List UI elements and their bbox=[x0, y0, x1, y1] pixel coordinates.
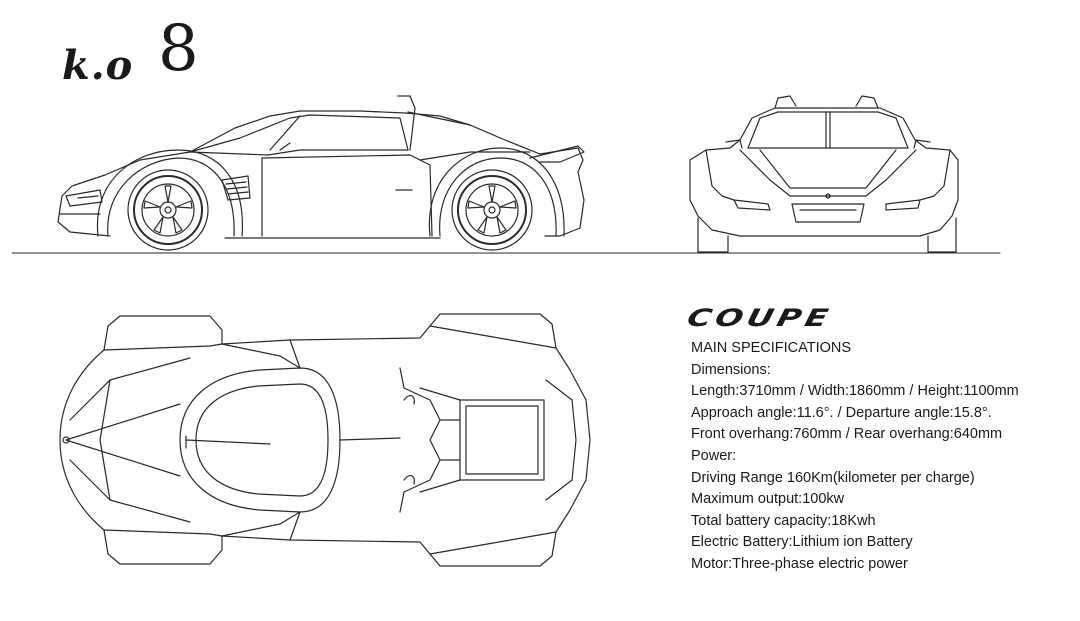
spec-line: Driving Range 160Km(kilometer per charge… bbox=[691, 469, 975, 486]
front-view bbox=[689, 95, 959, 253]
model-label: COUPE bbox=[684, 304, 835, 332]
spec-line: Front overhang:760mm / Rear overhang:640… bbox=[691, 426, 1003, 443]
spec-line: Maximum output:100kw bbox=[691, 491, 845, 508]
logo-number: 8 bbox=[158, 12, 199, 86]
specifications-block: MAIN SPECIFICATIONS Dimensions: Length:3… bbox=[691, 338, 1076, 576]
top-view bbox=[59, 313, 591, 567]
spec-line: Approach angle:11.6°. / Departure angle:… bbox=[691, 404, 992, 421]
spec-line: Total battery capacity:18Kwh bbox=[691, 512, 876, 529]
spec-line: Length:3710mm / Width:1860mm / Height:11… bbox=[691, 383, 1019, 400]
spec-line: Power: bbox=[691, 447, 737, 464]
spec-line: Motor:Three-phase electric power bbox=[691, 555, 908, 572]
side-view bbox=[57, 95, 585, 251]
spec-heading: MAIN SPECIFICATIONS bbox=[691, 340, 852, 356]
spec-line: Dimensions: bbox=[691, 361, 771, 378]
spec-line: Electric Battery:Lithium ion Battery bbox=[691, 534, 913, 551]
logo-script-text: k.o bbox=[62, 42, 134, 89]
